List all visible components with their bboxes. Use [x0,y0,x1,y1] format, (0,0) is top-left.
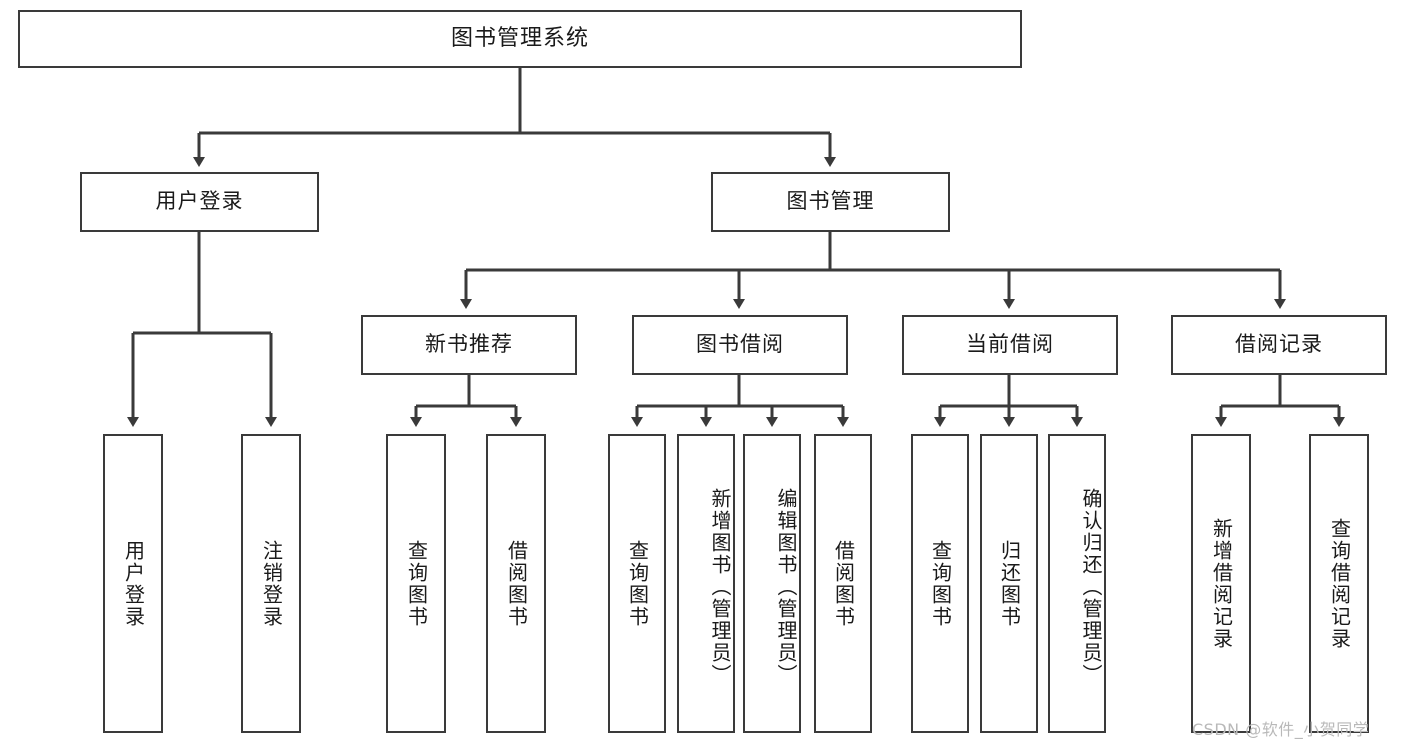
node-root-system[interactable]: 图书管理系统 [18,10,1022,68]
leaf-user-login-signin[interactable]: 用户登录 [103,434,163,733]
leaf-new-book-borrow-books[interactable]: 借阅图书 [486,434,546,733]
node-label: 查询图书 [625,539,650,628]
leaf-borrow-record-query-record[interactable]: 查询借阅记录 [1309,434,1369,733]
node-label: 图书管理 [786,189,875,214]
watermark-text: CSDN @软件_小贺同学 [1192,720,1370,739]
leaf-new-book-query-books[interactable]: 查询图书 [386,434,446,733]
leaf-book-borrow-query-books[interactable]: 查询图书 [608,434,666,733]
node-label: 当前借阅 [966,332,1054,357]
leaf-book-borrow-add-book-admin[interactable]: 新增图书（管理员） [677,434,735,733]
node-book-management[interactable]: 图书管理 [711,172,950,232]
node-label: 新增借阅记录 [1209,517,1234,650]
node-label: 查询借阅记录 [1327,517,1352,650]
node-new-book-recommend[interactable]: 新书推荐 [361,315,577,375]
node-label: 借阅图书 [504,539,529,628]
node-label: 借阅记录 [1235,332,1323,357]
node-user-login[interactable]: 用户登录 [80,172,319,232]
node-book-borrow[interactable]: 图书借阅 [632,315,848,375]
leaf-book-borrow-edit-book-admin[interactable]: 编辑图书（管理员） [743,434,801,733]
node-label: 用户登录 [121,539,146,628]
node-label: 用户登录 [155,189,244,214]
node-borrow-record[interactable]: 借阅记录 [1171,315,1387,375]
node-label: 图书管理系统 [450,25,589,51]
node-label: 注销登录 [259,539,284,628]
leaf-current-borrow-confirm-return-admin[interactable]: 确认归还（管理员） [1048,434,1106,733]
leaf-current-borrow-query-books[interactable]: 查询图书 [911,434,969,733]
node-label: 确认归还（管理员） [1079,487,1103,686]
node-label: 归还图书 [997,539,1022,628]
node-label: 借阅图书 [831,539,856,628]
leaf-current-borrow-return-books[interactable]: 归还图书 [980,434,1038,733]
node-label: 编辑图书（管理员） [774,487,798,686]
leaf-borrow-record-add-record[interactable]: 新增借阅记录 [1191,434,1251,733]
node-label: 查询图书 [404,539,429,628]
node-label: 图书借阅 [696,332,784,357]
leaf-book-borrow-borrow-books[interactable]: 借阅图书 [814,434,872,733]
node-current-borrow[interactable]: 当前借阅 [902,315,1118,375]
node-label: 查询图书 [928,539,953,628]
node-label: 新增图书（管理员） [708,487,732,686]
leaf-user-login-signout[interactable]: 注销登录 [241,434,301,733]
node-label: 新书推荐 [425,332,513,357]
